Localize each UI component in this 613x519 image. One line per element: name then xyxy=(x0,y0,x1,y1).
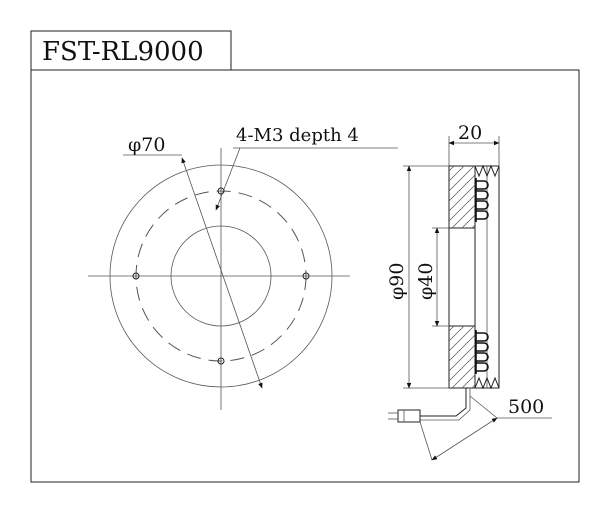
diameter-70-dimension-line xyxy=(181,157,263,389)
hatch-top xyxy=(449,166,475,228)
hole-spec-label: 4-M3 depth 4 xyxy=(236,125,359,146)
led-coil-bottom xyxy=(475,330,489,374)
model-title: FST-RL9000 xyxy=(42,37,204,67)
cable-connector xyxy=(388,409,421,423)
side-teeth-bottom xyxy=(474,376,500,390)
mounting-hole-right xyxy=(302,272,310,280)
drawing-frame xyxy=(30,30,580,483)
front-view xyxy=(88,147,398,410)
thickness-label: 20 xyxy=(458,122,482,144)
hole-spec-leader xyxy=(215,147,241,211)
outer-diameter-label: φ90 xyxy=(386,263,408,300)
cable-length-dimension-line xyxy=(431,417,498,461)
side-body-outline xyxy=(448,165,500,389)
inner-diameter-label: φ40 xyxy=(415,263,437,300)
side-view xyxy=(388,136,552,461)
cable-length-label: 500 xyxy=(508,396,544,418)
led-coil-top xyxy=(475,178,489,222)
hatch-bottom xyxy=(449,326,475,388)
diameter-70-label: φ70 xyxy=(128,134,165,156)
mounting-hole-left xyxy=(132,272,140,280)
cable xyxy=(420,388,467,417)
side-teeth-top xyxy=(474,164,500,178)
